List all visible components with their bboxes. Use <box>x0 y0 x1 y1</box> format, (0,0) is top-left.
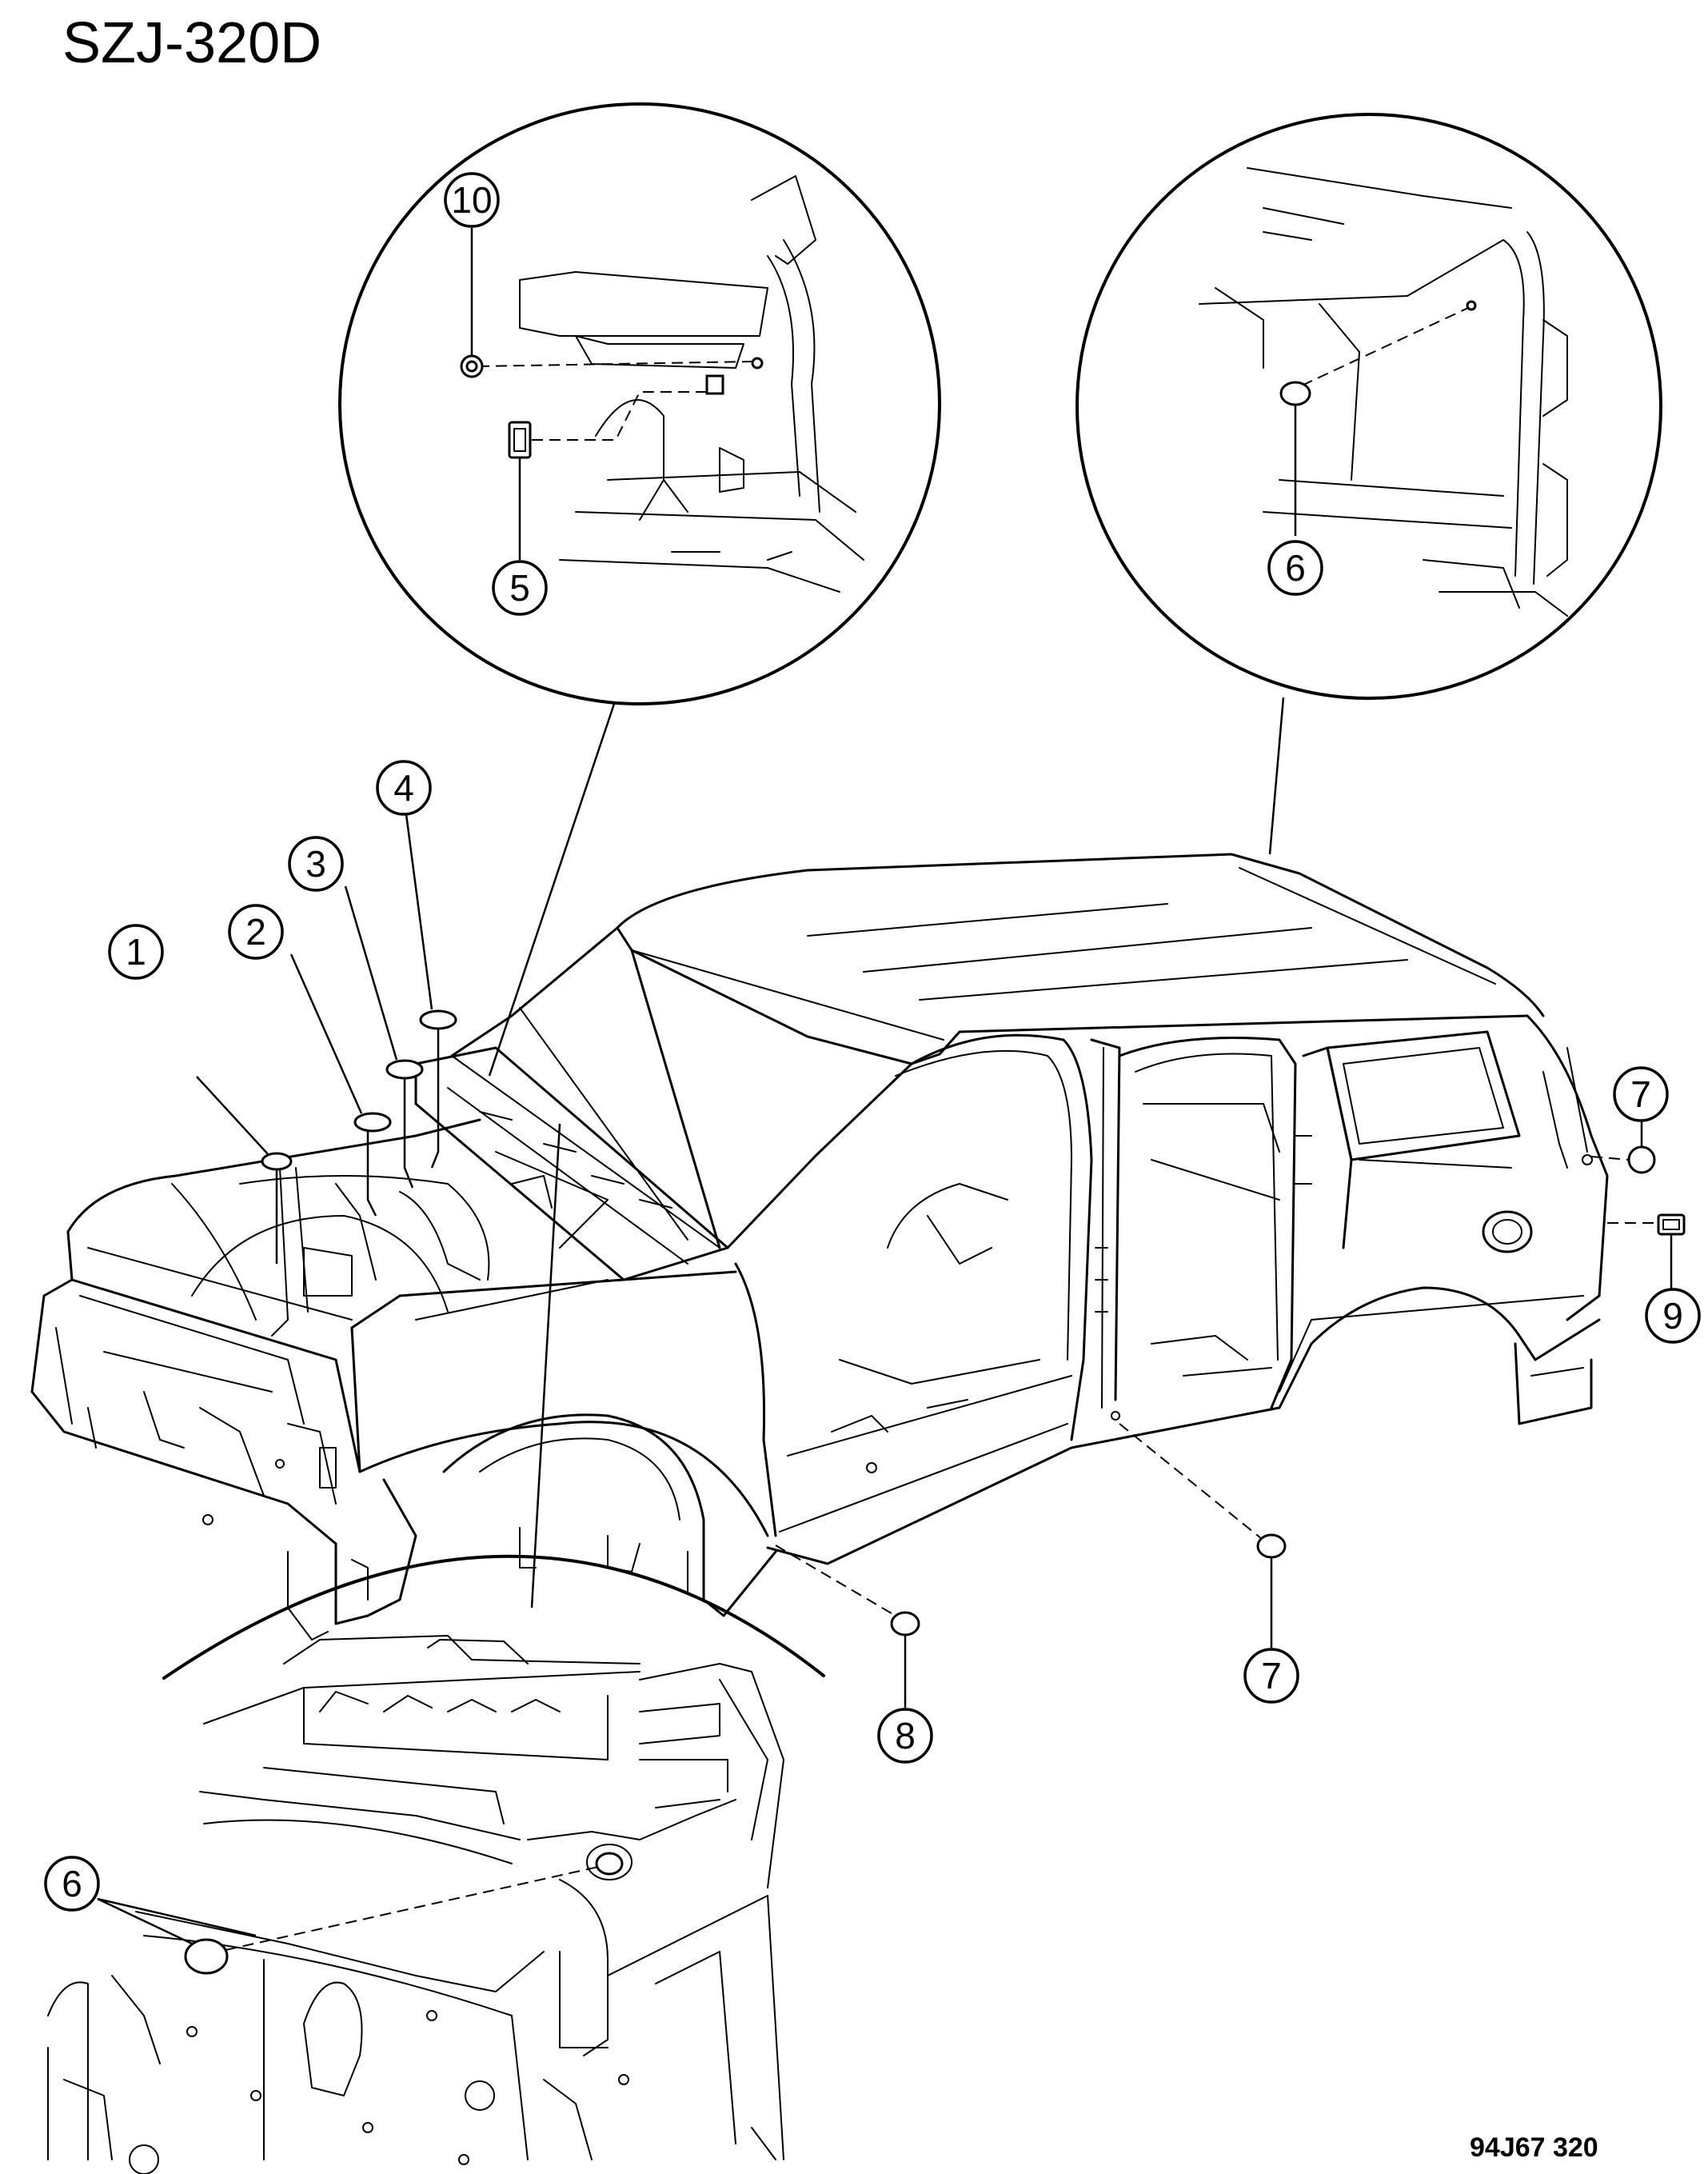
callout-10: 9 <box>1645 1288 1701 1344</box>
svg-text:6: 6 <box>62 1863 82 1904</box>
detail-view-firewall <box>47 1554 825 2174</box>
drawing-code: 94J67 320 <box>1470 2132 1598 2163</box>
part-7-plug-rear <box>1590 1120 1656 1174</box>
diagram-title: SZJ-320D <box>62 11 321 75</box>
callout-4: 4 <box>376 760 432 816</box>
callout-7-sill: 7 <box>1243 1648 1299 1704</box>
part-7-plug-sill <box>1119 1423 1287 1648</box>
callout-2: 2 <box>228 904 284 960</box>
part-8-plug <box>775 1545 920 1708</box>
svg-text:10: 10 <box>451 179 492 221</box>
callout-6-firewall: 6 <box>44 1856 100 1912</box>
callout-8: 8 <box>877 1708 933 1764</box>
svg-text:5: 5 <box>509 567 530 609</box>
svg-text:9: 9 <box>1662 1295 1683 1337</box>
detail-b-connector <box>1268 697 1285 855</box>
part-10-plug <box>1607 1213 1686 1289</box>
svg-text:3: 3 <box>305 843 326 885</box>
svg-text:4: 4 <box>393 767 414 809</box>
detail-view-a-pillar <box>338 102 941 705</box>
part-1-plug <box>196 1076 293 1264</box>
detail-view-rear-pillar <box>1075 113 1662 700</box>
svg-text:7: 7 <box>1261 1655 1282 1696</box>
detail-a-connector <box>488 703 616 1077</box>
detail-c-connector <box>530 1123 561 1609</box>
callout-9: 10 <box>444 172 500 228</box>
svg-text:8: 8 <box>895 1715 916 1756</box>
part-4-plug <box>405 813 457 1169</box>
svg-text:1: 1 <box>126 931 146 973</box>
callout-1: 1 <box>108 924 164 980</box>
callout-5: 5 <box>492 560 548 616</box>
svg-text:7: 7 <box>1630 1073 1651 1115</box>
svg-text:6: 6 <box>1285 547 1306 589</box>
part-2-plug <box>289 953 392 1217</box>
callout-7-rear: 7 <box>1613 1066 1669 1122</box>
vehicle-body <box>30 853 1609 1640</box>
part-3-plug <box>344 885 424 1189</box>
callout-6-pillar: 6 <box>1267 540 1323 596</box>
svg-text:2: 2 <box>245 911 266 953</box>
callout-3: 3 <box>288 836 344 892</box>
